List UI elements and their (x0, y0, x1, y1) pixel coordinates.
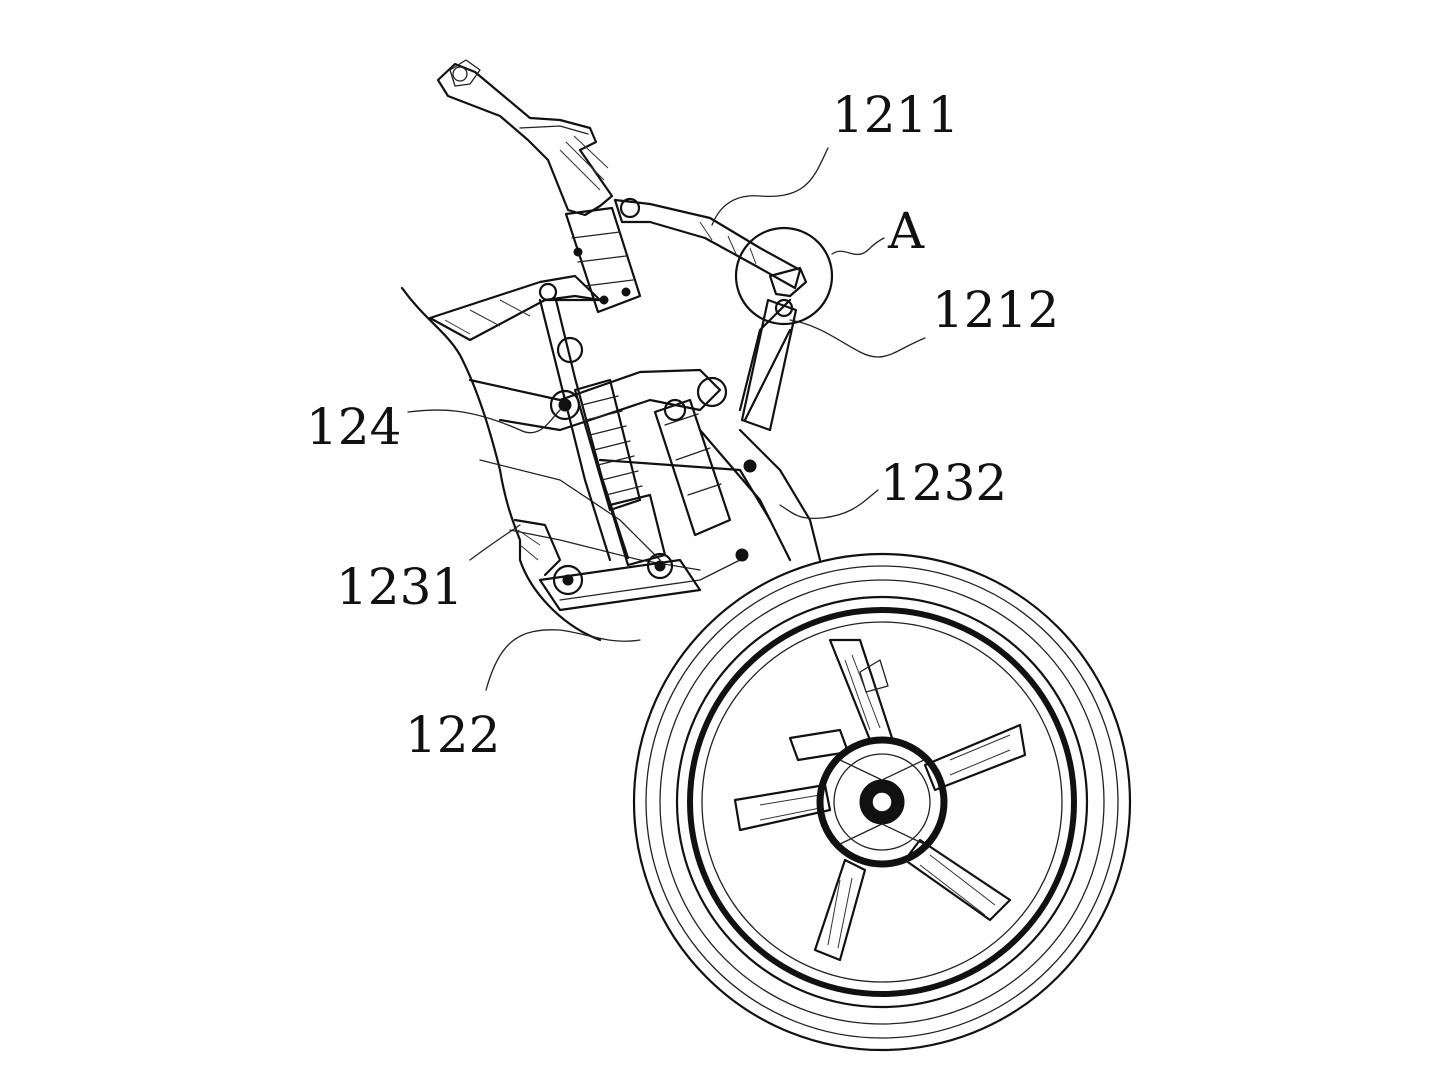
frame-body (400, 274, 822, 642)
front-wheel (632, 552, 1132, 1052)
head-clamp (564, 206, 642, 314)
leader-1232 (779, 489, 879, 520)
label-1211: 1211 (832, 86, 959, 144)
label-a: A (887, 202, 925, 260)
shock-absorber-124 (538, 282, 674, 580)
label-1231: 1231 (336, 558, 463, 616)
label-1232: 1232 (880, 454, 1007, 512)
lower-pivot-1231 (513, 518, 584, 596)
leader-124 (407, 409, 561, 434)
fork-link-1212 (740, 298, 798, 432)
secondary-strut (653, 376, 757, 562)
leader-a (831, 237, 885, 256)
upper-link-1211 (613, 197, 802, 290)
label-1212: 1212 (932, 281, 1059, 339)
leader-1231 (469, 524, 521, 561)
label-124: 124 (306, 398, 401, 456)
label-122: 122 (405, 706, 500, 764)
leader-1212 (789, 319, 926, 358)
detail-circle-a (734, 226, 834, 326)
leader-lines (407, 147, 926, 691)
leader-122 (485, 629, 641, 691)
leader-1211 (711, 147, 829, 226)
handlebar (436, 59, 614, 217)
